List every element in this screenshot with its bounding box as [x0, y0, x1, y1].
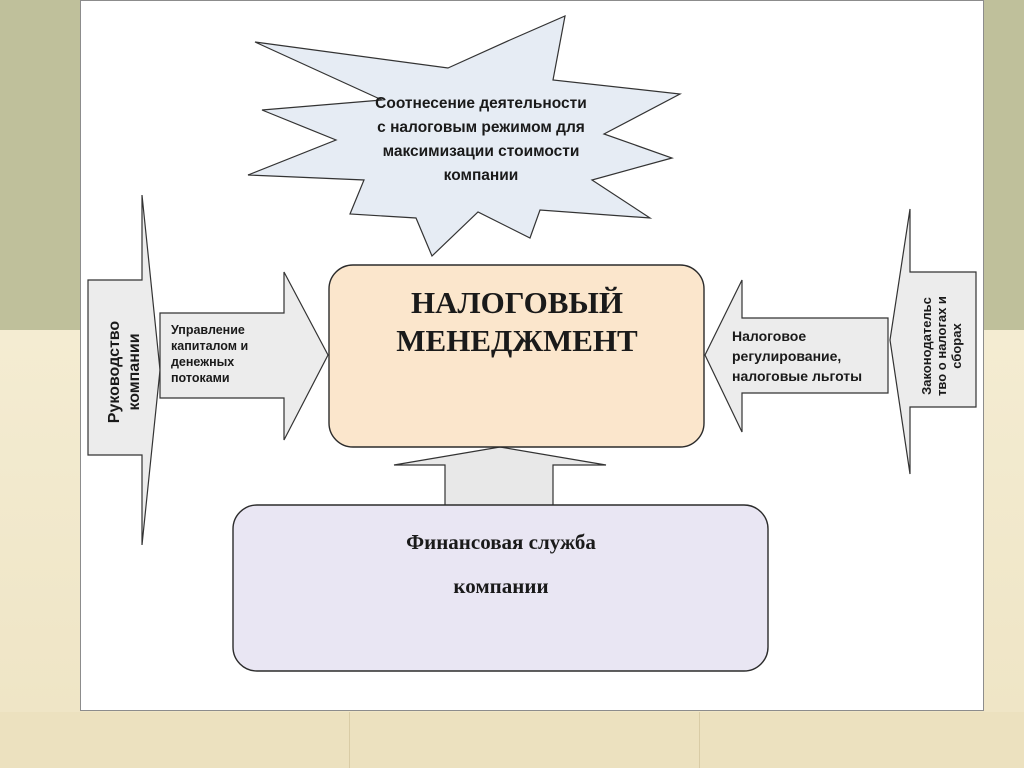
- finance-box-title: Финансовая служба компании: [236, 520, 766, 608]
- left-arrow-label: Управление капиталом и денежных потоками: [171, 322, 281, 386]
- left-arrow-line: капиталом и: [171, 339, 249, 353]
- left-arrow-line: Управление: [171, 323, 245, 337]
- starburst-shape: [247, 14, 683, 258]
- right-arrow-line: регулирование,: [732, 348, 842, 364]
- starburst-line: максимизации стоимости: [382, 143, 580, 160]
- left-arrow-line: потоками: [171, 371, 230, 385]
- background-seam: [349, 712, 350, 768]
- right-arrow-shape: [704, 279, 889, 433]
- right-panel-line: сборах: [949, 323, 964, 369]
- starburst-text: Соотнесение деятельности с налоговым реж…: [350, 92, 612, 188]
- left-panel-label: Руководство компании: [105, 290, 149, 454]
- right-panel-label: Законодательс тво о налогах и сборах: [919, 280, 964, 412]
- up-arrow-shape: [393, 446, 607, 511]
- left-panel-line: Руководство: [106, 320, 123, 424]
- right-panel-line: тво о налогах и: [934, 296, 949, 396]
- finance-title-line: компании: [453, 574, 549, 598]
- finance-title-line: Финансовая служба: [406, 530, 596, 554]
- starburst-line: Соотнесение деятельности: [375, 95, 587, 112]
- left-panel-line: компании: [126, 333, 143, 411]
- starburst-line: с налоговым режимом для: [377, 119, 585, 136]
- left-arrow-line: денежных: [171, 355, 235, 369]
- right-arrow-line: налоговые льготы: [732, 368, 863, 384]
- main-box-shape: [328, 264, 705, 448]
- right-arrow-label: Налоговое регулирование, налоговые льгот…: [732, 326, 882, 386]
- right-panel-shape: [889, 208, 977, 475]
- main-title-line: МЕНЕДЖМЕНТ: [396, 323, 638, 358]
- left-arrow-shape: [159, 271, 329, 441]
- finance-box-shape: [232, 504, 769, 672]
- main-title-line: НАЛОГОВЫЙ: [410, 285, 623, 320]
- right-panel-line: Законодательс: [919, 297, 934, 395]
- background-seam: [699, 712, 700, 768]
- starburst-line: компании: [443, 167, 519, 184]
- main-box-title: НАЛОГОВЫЙ МЕНЕДЖМЕНТ: [330, 284, 704, 360]
- right-arrow-line: Налоговое: [732, 328, 807, 344]
- left-panel-shape: [87, 194, 161, 546]
- background-band: [0, 712, 1024, 768]
